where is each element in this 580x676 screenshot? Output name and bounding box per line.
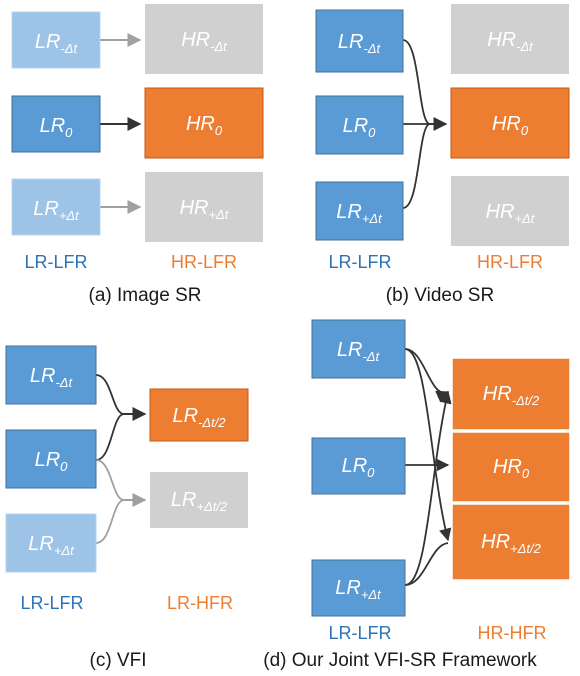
col-label-d-right: HR-HFR: [478, 623, 547, 643]
panel-a-image-sr: LR-Δt LR0 LR+Δt HR-Δt HR0 HR+Δt LR-LFR H…: [11, 4, 264, 306]
caption-c: (c) VFI: [90, 650, 147, 671]
col-label-b-left: LR-LFR: [328, 252, 391, 272]
connector-c-top-a: [95, 374, 125, 415]
box-b-lr-minus: [315, 9, 404, 73]
box-c-lr-plus-half: [150, 472, 248, 528]
box-d-hr-zero: [451, 431, 571, 503]
label-d-hr-zero: HR0: [493, 456, 530, 481]
label-a-lr-minus: LR-Δt: [35, 31, 79, 56]
label-c-lr-zero: LR0: [35, 449, 69, 474]
label-b-hr-zero: HR0: [492, 113, 529, 138]
box-b-hr-zero: [450, 87, 570, 159]
caption-b: (b) Video SR: [386, 285, 494, 306]
label-b-hr-minus: HR-Δt: [487, 29, 534, 54]
label-b-lr-zero: LR0: [343, 115, 377, 140]
col-label-c-left: LR-LFR: [20, 593, 83, 613]
col-label-c-right: LR-HFR: [167, 593, 233, 613]
box-a-hr-minus: [145, 4, 263, 74]
box-c-lr-zero: [5, 429, 97, 489]
panel-d-joint-vfi-sr: LR-Δt LR0 LR+Δt HR-Δt/2 HR0 HR+Δt/2 LR-L…: [263, 319, 571, 671]
box-a-lr-zero: [11, 95, 101, 153]
label-c-lr-plus-half: LR+Δt/2: [171, 489, 228, 514]
label-b-lr-plus: LR+Δt: [336, 201, 383, 226]
box-b-hr-plus: [451, 176, 569, 246]
box-c-lr-minus-half: [149, 388, 249, 442]
label-d-lr-plus: LR+Δt: [335, 577, 382, 602]
box-b-lr-plus: [315, 181, 404, 241]
box-a-hr-plus: [145, 172, 263, 242]
label-d-hr-minus-half: HR-Δt/2: [483, 383, 540, 408]
connector-d-top-up: [404, 348, 450, 403]
box-d-hr-plus-half: [451, 503, 571, 581]
box-d-lr-plus: [311, 559, 406, 617]
label-a-lr-plus: LR+Δt: [33, 198, 80, 223]
box-d-hr-minus-half: [451, 357, 571, 431]
panel-b-video-sr: LR-Δt LR0 LR+Δt HR-Δt HR0 HR+Δt LR-LFR H…: [315, 4, 570, 306]
label-c-lr-plus: LR+Δt: [28, 533, 75, 558]
label-a-hr-minus: HR-Δt: [181, 29, 228, 54]
col-label-d-left: LR-LFR: [328, 623, 391, 643]
label-b-lr-minus: LR-Δt: [338, 31, 382, 56]
box-a-hr-zero: [144, 87, 264, 159]
box-d-lr-zero: [311, 437, 406, 495]
label-d-lr-zero: LR0: [342, 455, 376, 480]
box-a-lr-plus: [11, 178, 101, 236]
col-label-b-right: HR-LFR: [477, 252, 543, 272]
connector-c-bot-b: [95, 499, 125, 544]
label-a-lr-zero: LR0: [40, 115, 74, 140]
box-b-lr-zero: [315, 95, 404, 155]
connector-d-bot-up: [404, 390, 452, 586]
connector-d-bot-down: [404, 542, 449, 586]
connector-c-bot-a: [95, 459, 125, 501]
label-c-lr-minus: LR-Δt: [30, 365, 74, 390]
col-label-a-left: LR-LFR: [24, 252, 87, 272]
caption-a: (a) Image SR: [89, 285, 202, 306]
label-a-hr-plus: HR+Δt: [180, 197, 230, 222]
col-label-a-right: HR-LFR: [171, 252, 237, 272]
box-c-lr-plus: [5, 513, 97, 573]
label-b-hr-plus: HR+Δt: [486, 201, 536, 226]
label-a-hr-zero: HR0: [186, 113, 223, 138]
label-c-lr-minus-half: LR-Δt/2: [172, 405, 226, 430]
label-d-lr-minus: LR-Δt: [337, 339, 381, 364]
label-d-hr-plus-half: HR+Δt/2: [481, 531, 541, 556]
box-c-lr-minus: [5, 345, 97, 405]
box-a-lr-minus: [11, 11, 101, 69]
box-b-hr-minus: [451, 4, 569, 74]
box-d-lr-minus: [311, 319, 406, 379]
caption-d: (d) Our Joint VFI-SR Framework: [263, 650, 537, 671]
connector-b-bot: [402, 123, 431, 209]
panel-c-vfi: LR-Δt LR0 LR+Δt LR-Δt/2 LR+Δt/2 LR-LFR L…: [5, 345, 249, 671]
connector-b-top: [402, 39, 431, 125]
connector-d-top-down: [404, 348, 452, 542]
connector-c-top-b: [95, 413, 125, 461]
